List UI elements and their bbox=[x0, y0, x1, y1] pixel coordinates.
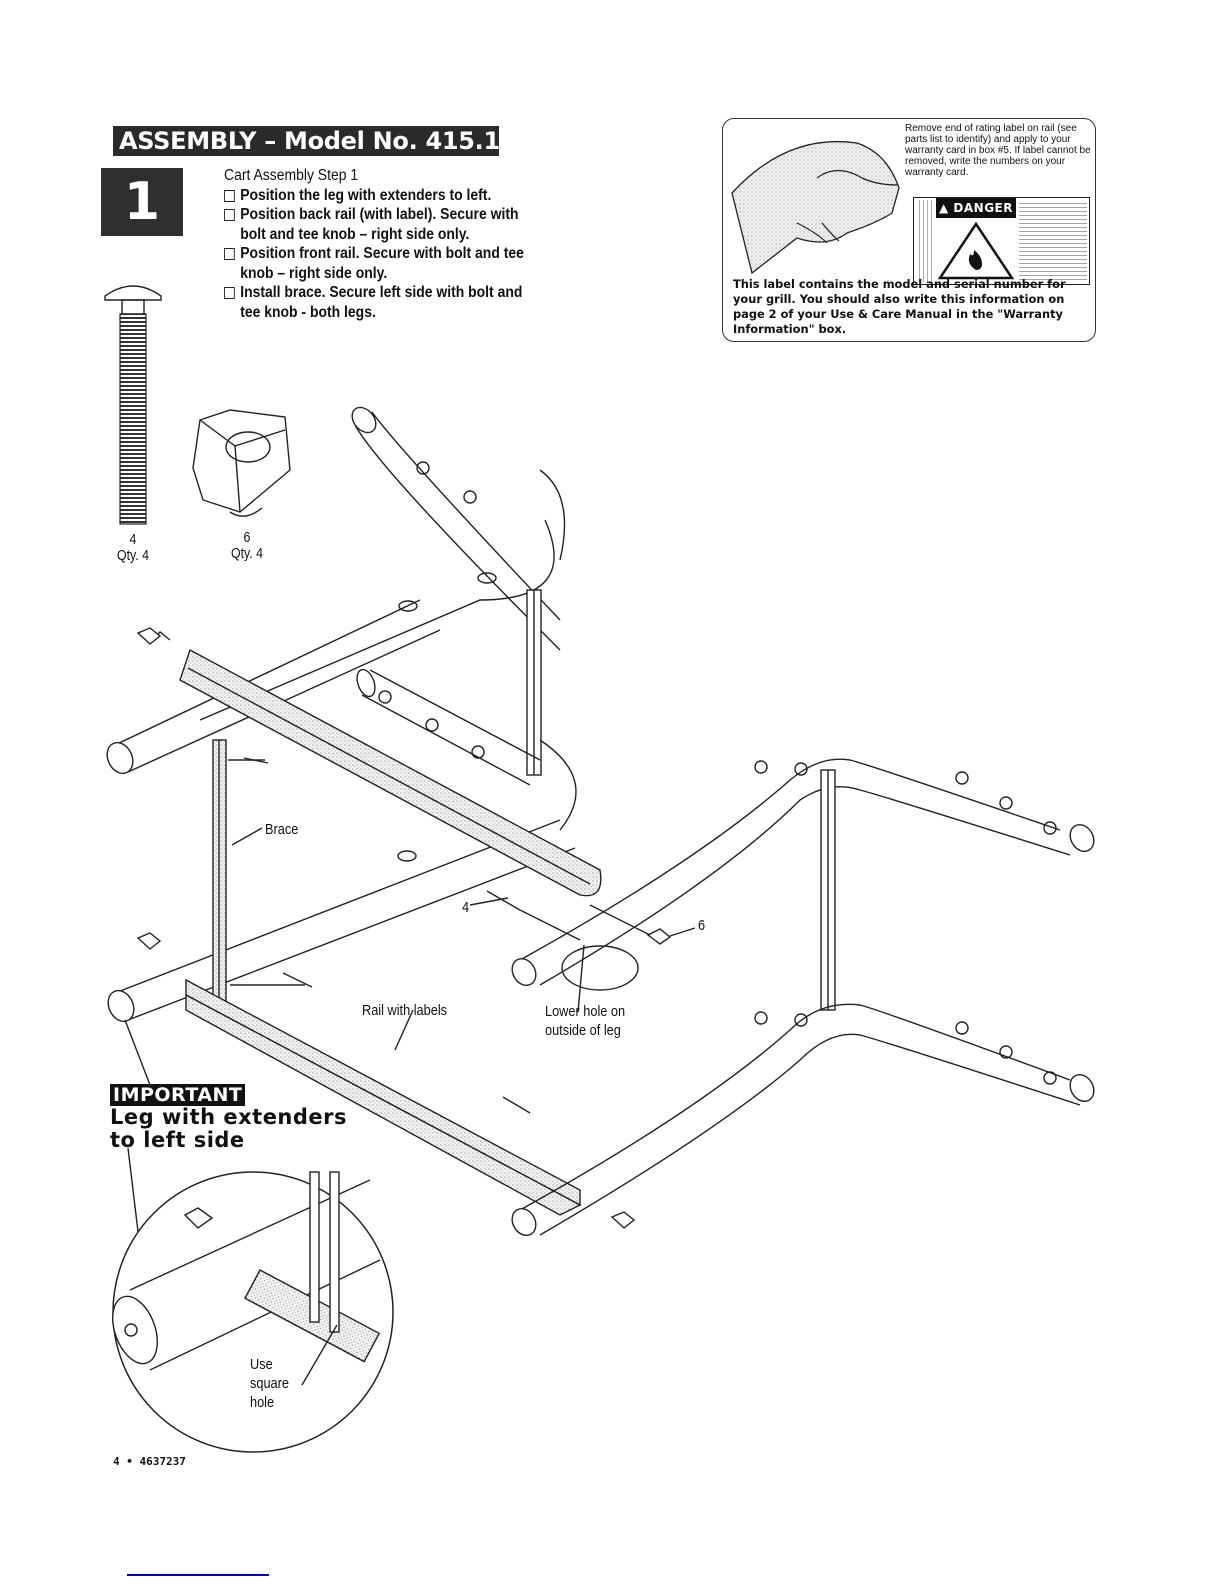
important-badge: IMPORTANT bbox=[110, 1084, 246, 1106]
rail-labels-leader bbox=[394, 1009, 414, 1051]
checklist-item-text: Install brace. Secure left side with bol… bbox=[240, 284, 523, 321]
right-leg-back bbox=[511, 758, 1095, 991]
hand-peeling-label-icon bbox=[731, 140, 900, 275]
checklist-item: Position back rail (with label). Secure … bbox=[224, 205, 530, 244]
assembly-title-banner: ASSEMBLY – Model No. 415.152043 bbox=[113, 126, 582, 156]
checklist-item: Install brace. Secure left side with bol… bbox=[224, 283, 530, 322]
left-leg-front bbox=[106, 599, 576, 1023]
label-caption: This label contains the model and serial… bbox=[733, 277, 1066, 336]
danger-fine-print bbox=[1019, 200, 1087, 282]
use-square-hole-callout: Use square hole bbox=[250, 1356, 289, 1411]
warning-triangle-icon: ▲ bbox=[939, 201, 954, 215]
part-number: 4 bbox=[129, 532, 137, 548]
step-title: Cart Assembly Step 1 bbox=[224, 167, 359, 184]
front-rail-with-labels bbox=[185, 978, 582, 1216]
right-leg-front bbox=[511, 1003, 1095, 1237]
vertical-leg-post-left bbox=[526, 589, 542, 776]
checklist-item-text: Position front rail. Secure with bolt an… bbox=[240, 245, 524, 282]
checklist-item-text: Position back rail (with label). Secure … bbox=[240, 206, 519, 243]
checklist-item: Position the leg with extenders to left. bbox=[224, 186, 530, 206]
step-instructions: Cart Assembly Step 1 Position the leg wi… bbox=[224, 166, 530, 322]
important-message-line2: to left side bbox=[110, 1128, 245, 1152]
leg-extender bbox=[356, 668, 577, 831]
checkbox-icon bbox=[224, 209, 235, 221]
important-leader bbox=[124, 1019, 151, 1086]
checkbox-icon bbox=[224, 287, 235, 299]
label-serial-text bbox=[916, 200, 934, 282]
danger-heading: ▲ DANGER bbox=[936, 198, 1016, 218]
checklist-item-text: Position the leg with extenders to left. bbox=[240, 186, 492, 204]
blue-rule-line bbox=[127, 1574, 269, 1576]
fire-hazard-icon bbox=[937, 221, 1015, 280]
brace-callout: Brace bbox=[265, 821, 299, 838]
label-removal-note: Remove end of rating label on rail (see … bbox=[905, 123, 1091, 178]
vertical-leg-post-right bbox=[820, 769, 836, 1011]
rail-with-labels-callout: Rail with labels bbox=[362, 1002, 448, 1019]
part-quantity: Qty. 4 bbox=[231, 546, 263, 562]
danger-rating-label: ▲ DANGER bbox=[913, 197, 1090, 285]
danger-heading-text: DANGER bbox=[953, 201, 1013, 215]
important-message-line1: Leg with extenders bbox=[110, 1105, 348, 1129]
part-bolt-label: 4 Qty. 4 bbox=[116, 532, 150, 564]
page-footer: 4 • 4637237 bbox=[113, 1455, 186, 1468]
lower-hole-callout: Lower hole on outside of leg bbox=[545, 1003, 626, 1039]
left-leg-back bbox=[199, 406, 566, 721]
back-rail bbox=[151, 631, 602, 897]
part-knob-label: 6 Qty. 4 bbox=[226, 530, 269, 562]
lower-hole-leader bbox=[577, 944, 585, 1013]
carriage-bolt-icon bbox=[104, 285, 162, 525]
bolt-hardware bbox=[243, 757, 581, 1114]
knob-callout: 6 bbox=[698, 917, 706, 934]
checkbox-icon bbox=[224, 248, 235, 260]
step-number-badge: 1 bbox=[101, 168, 183, 236]
bolt-callout: 4 bbox=[462, 899, 470, 916]
part-number: 6 bbox=[243, 530, 251, 546]
rating-label-info-box: Remove end of rating label on rail (see … bbox=[722, 118, 1096, 342]
important-notice: IMPORTANT Leg with extenders to left sid… bbox=[110, 1084, 347, 1152]
checklist-item: Position front rail. Secure with bolt an… bbox=[224, 244, 530, 283]
detail-magnifier bbox=[112, 1171, 394, 1453]
tee-knob-hardware bbox=[136, 627, 696, 1229]
part-quantity: Qty. 4 bbox=[117, 548, 149, 564]
tee-knob-icon bbox=[192, 409, 291, 517]
checkbox-icon bbox=[224, 189, 235, 202]
